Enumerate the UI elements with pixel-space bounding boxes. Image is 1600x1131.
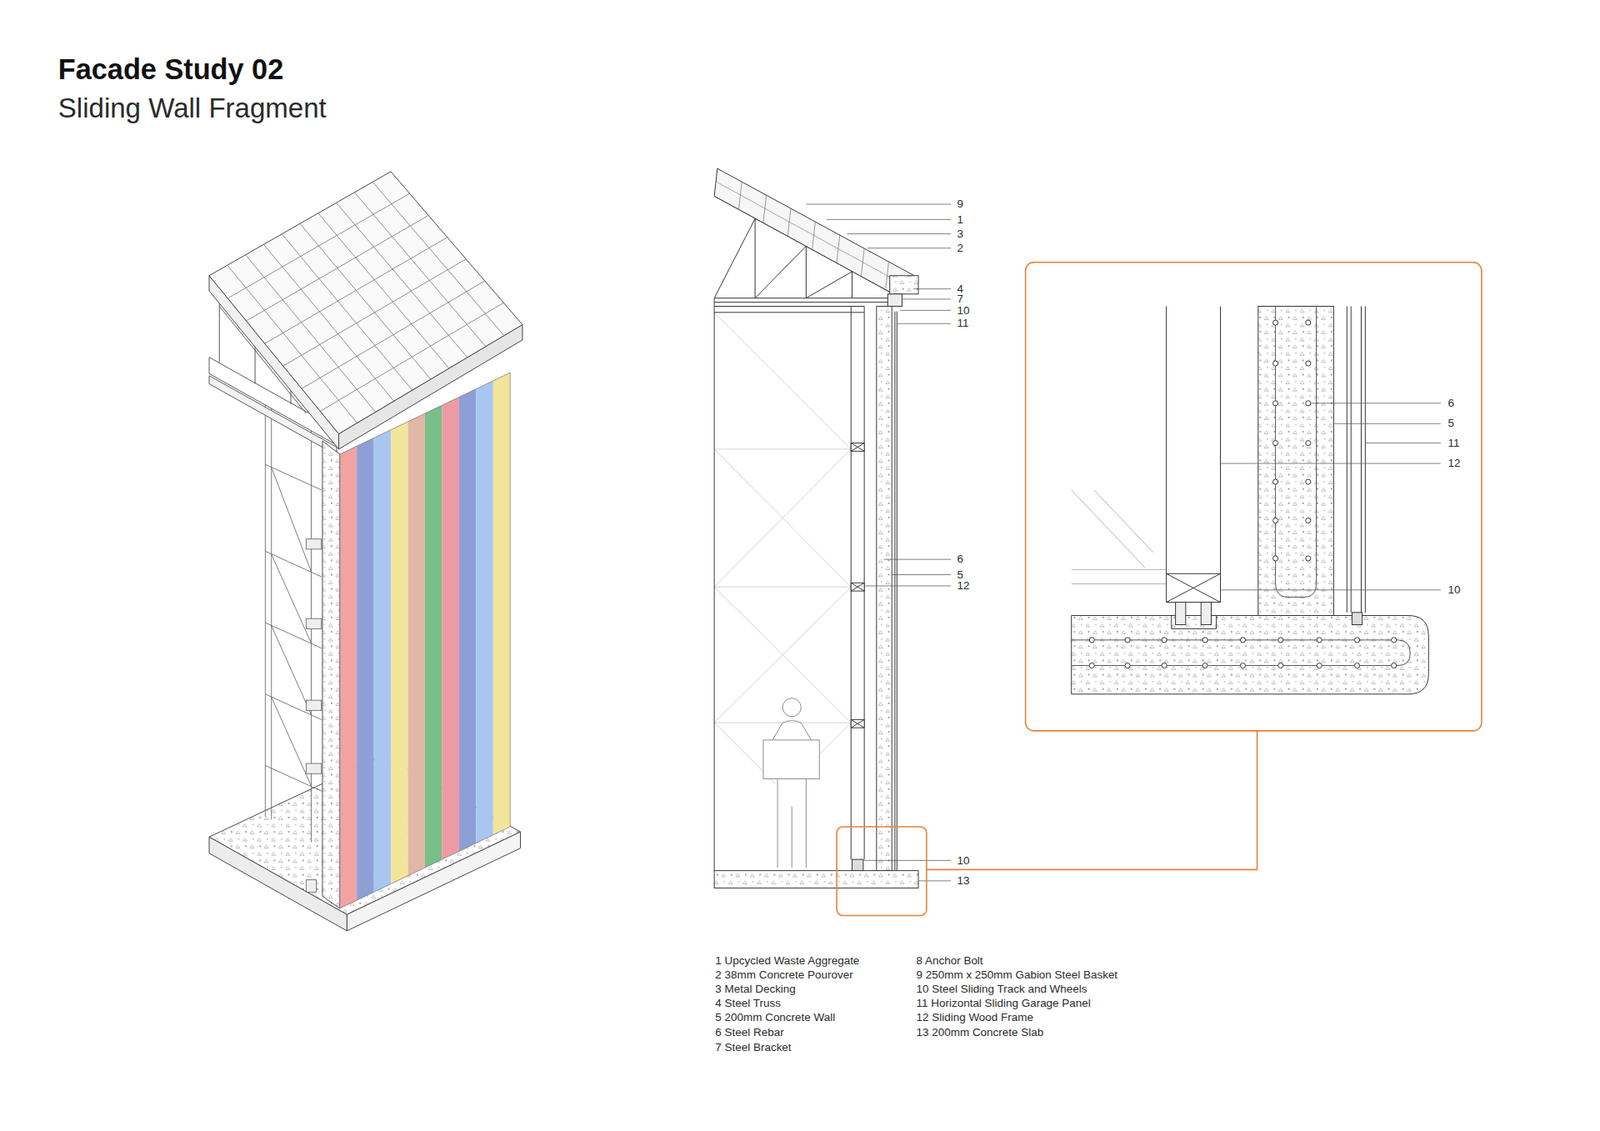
key-entry: 7 Steel Bracket [715, 1041, 791, 1053]
callout-number: 2 [957, 242, 964, 254]
callout-number: 6 [957, 553, 964, 565]
callout-number: 3 [957, 228, 964, 240]
key-entry: 10 Steel Sliding Track and Wheels [916, 983, 1088, 995]
leader-lines [805, 204, 951, 881]
callout-number: 13 [957, 875, 970, 886]
wall-detail [1258, 305, 1335, 615]
slab-detail [1071, 615, 1430, 695]
callout-number: 10 [1448, 584, 1461, 595]
person-figure [763, 698, 820, 868]
callout-number: 5 [957, 569, 964, 580]
callout-number: 11 [1448, 437, 1460, 449]
sheet-title: Facade Study 02 [58, 55, 284, 84]
key-entry: 13 200mm Concrete Slab [916, 1026, 1045, 1038]
key-entry: 3 Metal Decking [715, 983, 795, 995]
concrete-wall-edge [322, 440, 340, 909]
concrete-slab [714, 870, 919, 889]
key-entry: 4 Steel Truss [715, 997, 781, 1009]
wall-section [714, 168, 919, 888]
detail-callout [836, 262, 1482, 916]
wood-frame [850, 305, 865, 870]
callout-number: 12 [957, 580, 970, 591]
steel-frame [714, 312, 851, 785]
gabion-roof [714, 168, 919, 295]
callout-number: 6 [1448, 397, 1455, 409]
colour-panels [340, 372, 510, 909]
leader-lines [1220, 403, 1440, 590]
wood-frame-detail [1166, 305, 1221, 629]
key-entry: 8 Anchor Bolt [916, 955, 984, 966]
key-entry: 2 38mm Concrete Pourover [715, 969, 853, 980]
key-entry: 9 250mm x 250mm Gabion Steel Basket [916, 969, 1119, 980]
callout-number: 5 [1448, 417, 1455, 429]
key-entry: 6 Steel Rebar [715, 1026, 784, 1038]
callout-number: 12 [1448, 457, 1461, 469]
callout-number: 1 [957, 214, 964, 225]
callout-number: 11 [957, 317, 970, 329]
steel-bracket [887, 294, 902, 307]
key-entry: 12 Sliding Wood Frame [916, 1011, 1034, 1023]
concrete-wall [876, 305, 892, 870]
callout-number: 7 [957, 293, 964, 305]
garage-panel-detail [1346, 305, 1365, 625]
base-detail [1071, 305, 1430, 694]
key-entry: 11 Horizontal Sliding Garage Panel [916, 997, 1091, 1009]
callout-number: 10 [957, 305, 970, 316]
sheet-subtitle: Sliding Wall Fragment [58, 94, 327, 122]
gabion-roof [209, 171, 523, 450]
key-entry: 1 Upcycled Waste Aggregate [715, 955, 860, 966]
steel-tower [265, 403, 321, 893]
callout-number: 9 [957, 198, 964, 210]
isometric-view [209, 171, 523, 931]
garage-panel [894, 311, 895, 871]
key-entry: 5 200mm Concrete Wall [715, 1011, 835, 1023]
callout-number: 10 [957, 855, 970, 866]
